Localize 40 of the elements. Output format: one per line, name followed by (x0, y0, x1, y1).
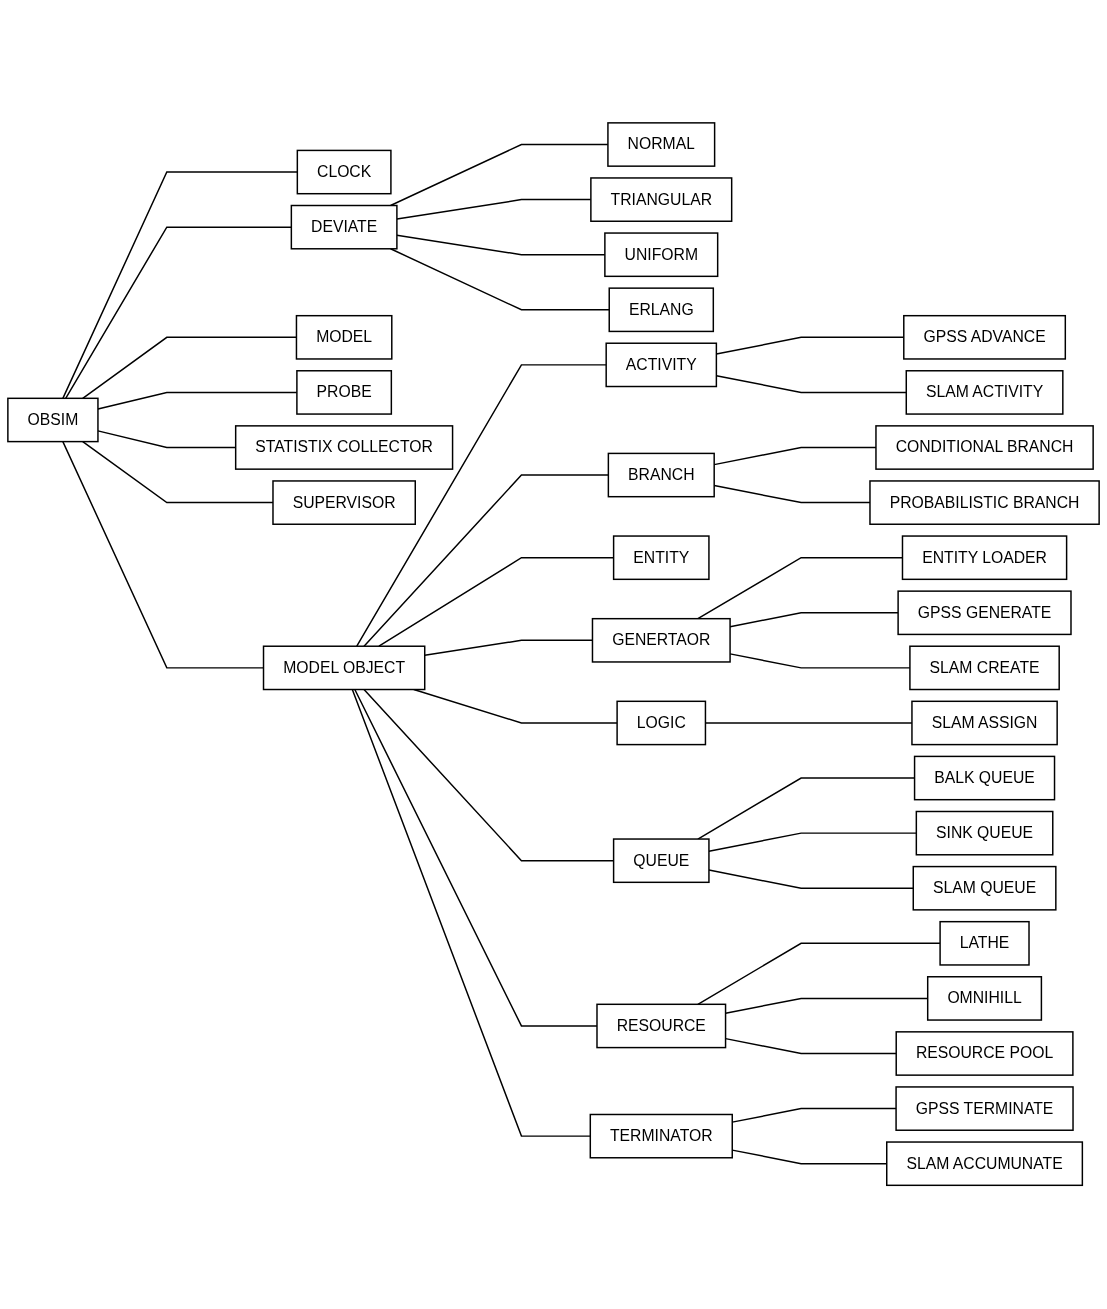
node-box: PROBABILISTIC BRANCH (869, 480, 1100, 526)
node-box: BRANCH (607, 453, 715, 498)
node-box: LOGIC (616, 701, 707, 746)
node-box: SUPERVISOR (272, 480, 416, 526)
connector (708, 869, 914, 890)
node-box: CLOCK (296, 150, 392, 195)
node-box: ENTITY LOADER (901, 535, 1068, 581)
node-box: ERLANG (608, 287, 715, 333)
node-box: ENTITY (612, 535, 710, 581)
node-box: UNIFORM (604, 232, 719, 278)
node-box: GPSS ADVANCE (903, 315, 1067, 361)
connector (413, 689, 618, 725)
node-box: TRIANGULAR (590, 177, 733, 223)
node-box: SINK QUEUE (915, 811, 1054, 856)
node-box: OMNIHILL (926, 976, 1043, 1022)
node-box: NORMAL (607, 122, 716, 168)
node-box: LATHE (939, 921, 1030, 967)
node-box: GPSS TERMINATE (895, 1086, 1074, 1132)
node-box: SLAM ACCUMUNATE (886, 1141, 1084, 1187)
connector (356, 364, 607, 648)
node-box: OBSIM (7, 398, 99, 443)
node-box: GPSS GENERATE (897, 590, 1072, 636)
node-box: ACTIVITY (605, 342, 718, 388)
node-box: MODEL (295, 315, 393, 361)
node-box: STATISTIX COLLECTOR (234, 425, 454, 471)
node-box: RESOURCE (596, 1003, 727, 1049)
node-box: RESOURCE POOL (895, 1031, 1074, 1077)
node-box: GENERTAOR (591, 618, 731, 664)
connector (697, 943, 941, 1006)
node-box: SLAM QUEUE (912, 866, 1057, 911)
node-box: CONDITIONAL BRANCH (875, 425, 1094, 471)
node-box: PROBE (296, 370, 393, 416)
node-box: TERMINATOR (589, 1114, 733, 1159)
node-box: SLAM ASSIGN (911, 701, 1058, 746)
node-box: BALK QUEUE (913, 756, 1056, 801)
node-box: QUEUE (612, 838, 710, 884)
node-box: DEVIATE (290, 205, 398, 250)
node-box: SLAM ACTIVITY (905, 370, 1064, 416)
node-box: SLAM CREATE (909, 645, 1060, 691)
node-box: MODEL OBJECT (262, 645, 426, 691)
